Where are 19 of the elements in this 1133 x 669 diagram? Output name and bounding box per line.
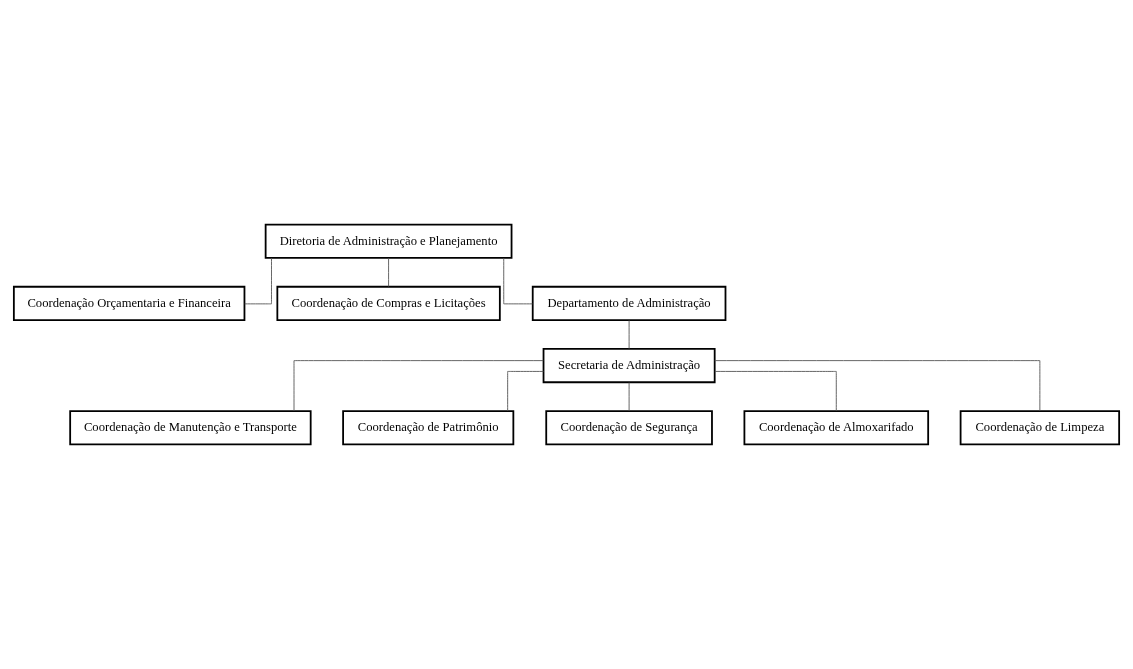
connector bbox=[293, 360, 544, 412]
node-box: Coordenação de Compras e Licitações bbox=[276, 285, 501, 321]
node-box: Coordenação de Limpeza bbox=[959, 410, 1121, 446]
connector bbox=[714, 371, 837, 412]
node-box: Coordenação de Patrimônio bbox=[342, 410, 515, 446]
connector bbox=[503, 257, 533, 305]
connector bbox=[507, 371, 544, 412]
connector bbox=[388, 257, 390, 287]
node-box: Coordenação de Almoxarifado bbox=[743, 410, 930, 446]
connector bbox=[244, 257, 272, 305]
connector bbox=[714, 360, 1041, 412]
node-box: Diretoria de Administração e Planejamento bbox=[264, 223, 513, 259]
connector bbox=[628, 319, 630, 350]
node-box: Coordenação de Segurança bbox=[545, 410, 713, 446]
node-box: Coordenação de Manutenção e Transporte bbox=[69, 410, 312, 446]
node-box: Secretaria de Administração bbox=[542, 348, 716, 384]
connector bbox=[628, 382, 630, 412]
node-box: Departamento de Administração bbox=[531, 285, 727, 321]
node-box: Coordenação Orçamentaria e Financeira bbox=[12, 285, 246, 321]
